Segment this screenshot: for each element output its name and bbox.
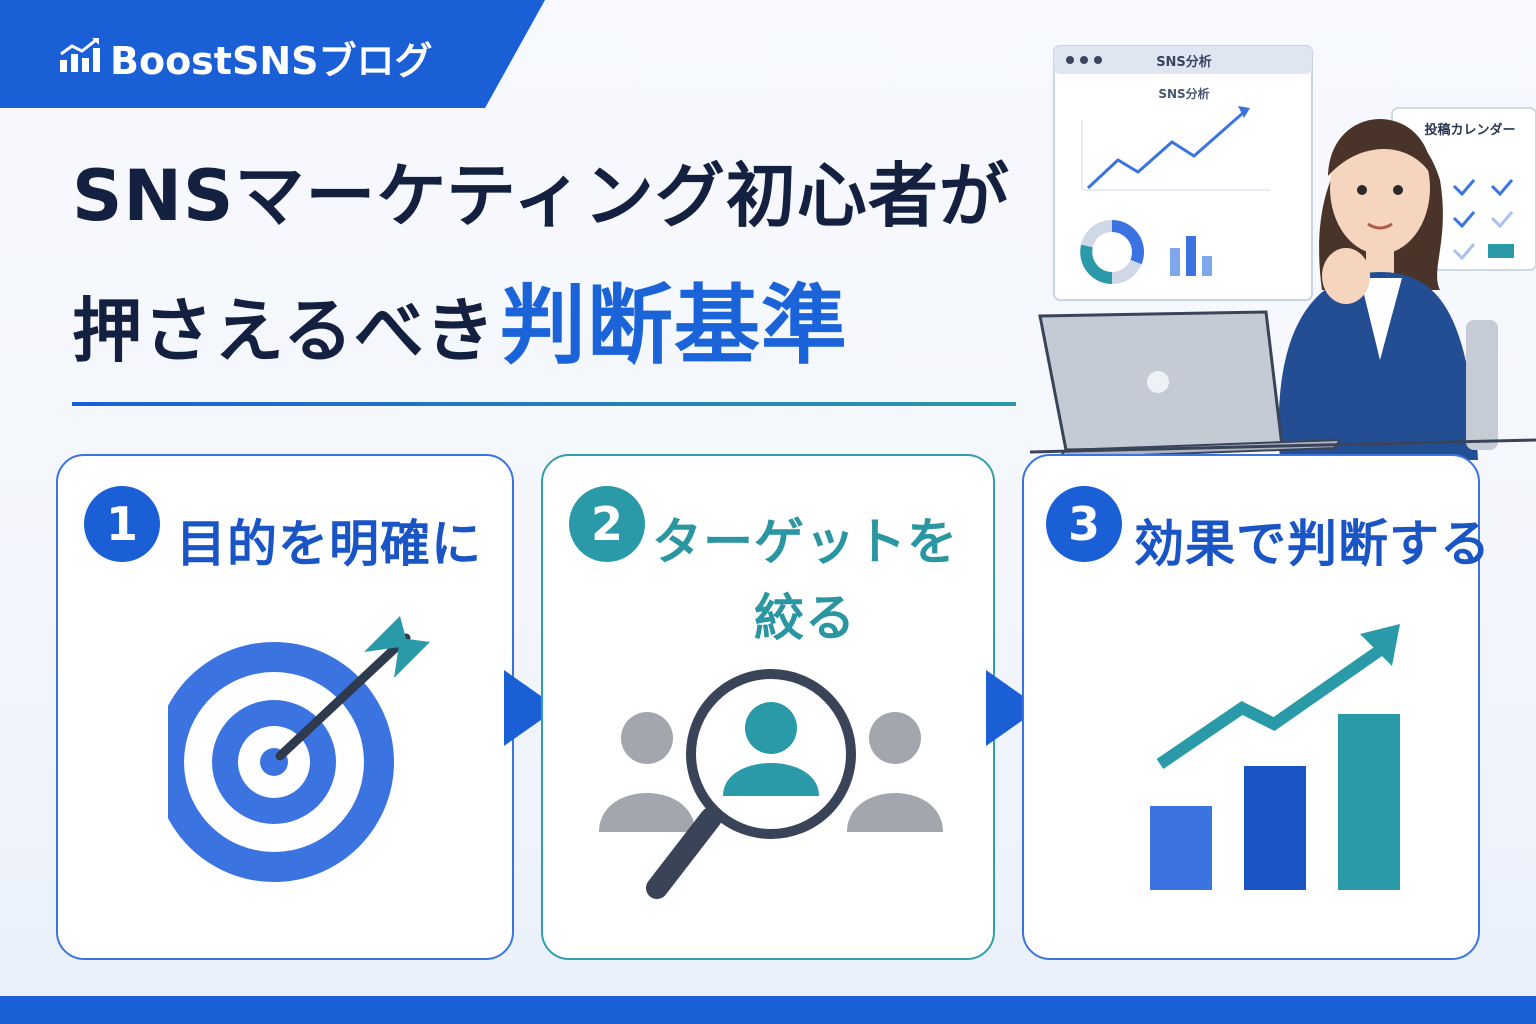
laptop [1030, 310, 1536, 460]
target-arrow-icon [168, 616, 430, 882]
chart-title: SNS分析 [1158, 86, 1209, 101]
analyst-illustration: SNS分析 SNS分析 投稿カレンダー [1030, 45, 1536, 460]
headline-line-2: 押さえるべき判断基準 [72, 255, 848, 380]
calendar-title: 投稿カレンダー [1424, 122, 1515, 138]
headline-accent: 判断基準 [499, 276, 848, 376]
analytics-window: SNS分析 SNS分析 [1053, 45, 1313, 301]
step-title-3: 効果で判断する [1134, 515, 1491, 573]
growth-chart-icon [1150, 624, 1400, 890]
step-title-2: ターゲットを絞る [652, 513, 958, 647]
magnifier-person-icon [599, 669, 943, 899]
brand-name: BoostSNSブログ [110, 39, 433, 83]
bar-chart-arrow-icon [60, 38, 100, 72]
headline-divider [72, 402, 1016, 406]
brand-banner: BoostSNSブログ [0, 0, 545, 108]
step-card-1: 1 目的を明確に [56, 454, 514, 960]
woman-figure [1278, 119, 1498, 460]
step-title-1: 目的を明確に [176, 515, 482, 573]
headline-line-1: SNSマーケティング初心者が [72, 155, 1010, 237]
headline-main: 押さえるべき [72, 290, 496, 372]
window-title: SNS分析 [1156, 54, 1212, 70]
footer-bar [0, 996, 1536, 1024]
step-number-3: 3 [1046, 486, 1122, 562]
step-card-2: 2 ターゲットを絞る [541, 454, 995, 960]
step-number-1: 1 [84, 486, 160, 562]
step-card-3: 3 効果で判断する [1022, 454, 1490, 960]
step-number-2: 2 [569, 486, 645, 562]
